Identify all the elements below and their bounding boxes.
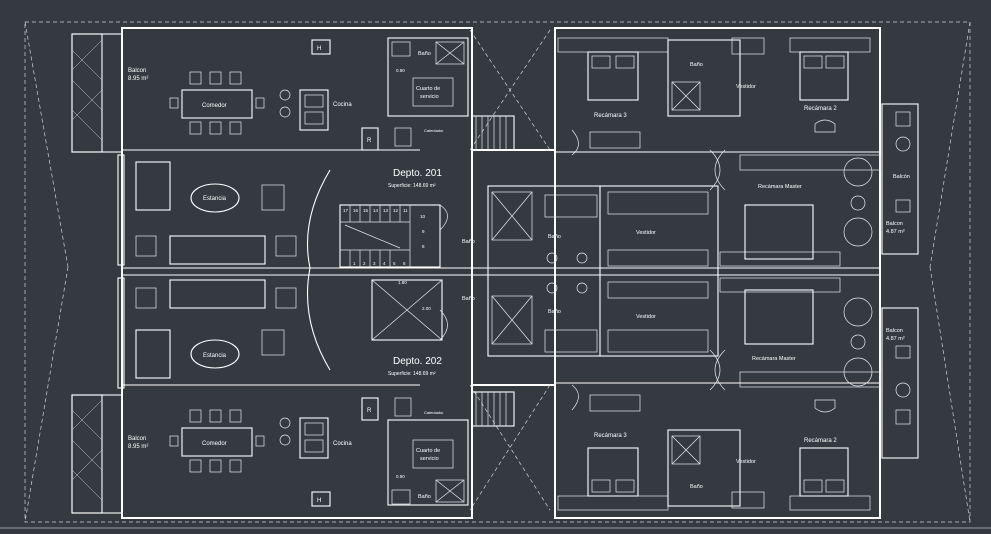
- cuarto-servicio-label: Cuarto de: [416, 448, 440, 454]
- stair-step: 9: [422, 229, 425, 234]
- balcon-right-label: Balcon: [886, 328, 903, 334]
- bedrooms-bottom: Recámara 3 Recámara 2 Baño Vestidor: [557, 371, 881, 511]
- balcon-right-area: 4.87 m²: [886, 336, 905, 342]
- stair-step: 8: [422, 244, 425, 249]
- bano-servicio-label: Baño: [418, 51, 431, 57]
- cuarto-servicio-label: servicio: [420, 94, 439, 100]
- recamara2-label: Recámara 2: [804, 106, 837, 112]
- staircase: 17 16 15 14 13 12 11 1 2 3 4 5 6 10 9 8 …: [339, 204, 443, 341]
- unit-title: Depto. 202: [393, 356, 442, 367]
- dimension-label: 1.80: [398, 280, 407, 285]
- site-boundary: [24, 21, 971, 523]
- hood-label: H: [317, 498, 321, 504]
- kitchen-bottom: Cocina H R: [279, 397, 379, 507]
- building-walls: [117, 27, 881, 519]
- stair-step: 15: [363, 208, 369, 213]
- living-room-bottom: Estancia: [135, 279, 297, 379]
- vestidor-top-label: Vestidor: [736, 84, 756, 90]
- balcony-right: Balcón Balcon 4.87 m² Balcon 4.87 m²: [881, 103, 919, 459]
- bedrooms-top: Recámara 3 Recámara 2 Baño Vestidor: [557, 37, 881, 171]
- recamara2-label: Recámara 2: [804, 438, 837, 444]
- stair-step: 16: [353, 208, 359, 213]
- balcon-left-area: 8.95 m²: [128, 444, 148, 450]
- unit-area: Superficie: 148.69 m²: [388, 371, 436, 377]
- service-room-top: Baño 0.90 Cuarto de servicio Calentador: [387, 37, 469, 147]
- balcon-right-label: Balcón: [893, 174, 910, 180]
- stair-step: 4: [383, 261, 386, 266]
- master-suite-top: Baño Vestidor Recámara Master Baño: [462, 157, 873, 267]
- dining-table-top: Comedor: [169, 71, 265, 135]
- comedor-label: Comedor: [202, 103, 227, 109]
- balcon-left-label: Balcon: [128, 68, 146, 74]
- stair-step: 6: [403, 261, 406, 266]
- comedor-label: Comedor: [202, 441, 227, 447]
- living-room-top: Estancia: [135, 161, 297, 265]
- stair-step: 14: [373, 208, 379, 213]
- stair-step: 5: [393, 261, 396, 266]
- bano-servicio-label: Baño: [418, 494, 431, 500]
- vestidor-top-label: Vestidor: [736, 459, 756, 465]
- stair-step: 11: [403, 208, 408, 213]
- cuarto-servicio-label: servicio: [420, 456, 439, 462]
- fridge-label: R: [367, 138, 372, 144]
- stair-step: 17: [343, 208, 349, 213]
- kitchen-top: Cocina H R: [279, 39, 379, 151]
- fridge-label: R: [367, 408, 372, 414]
- bano-stair-label: Baño: [462, 239, 475, 245]
- bano-top-label: Baño: [690, 62, 703, 68]
- vestidor-master-label: Vestidor: [636, 314, 656, 320]
- recamara-master-label: Recámara Master: [758, 184, 802, 190]
- bano-master-label: Baño: [548, 309, 561, 315]
- calentador-label: Calentador: [424, 128, 444, 133]
- exterior-stairs: [471, 115, 515, 427]
- cocina-label: Cocina: [333, 441, 352, 447]
- balcony-left-top: Balcon 8.95 m²: [71, 33, 148, 153]
- bano-master-label: Baño: [548, 234, 561, 240]
- dimension-label: 0.90: [396, 474, 405, 479]
- balcony-left-bottom: Balcon 8.95 m²: [71, 394, 148, 514]
- bano-top-label: Baño: [690, 484, 703, 490]
- stair-step: 12: [393, 208, 399, 213]
- bano-stair-label: Baño: [462, 296, 475, 302]
- vestidor-master-label: Vestidor: [636, 230, 656, 236]
- unit-title: Depto. 201: [393, 168, 442, 179]
- door-swings: [439, 129, 726, 411]
- stair-step: 1: [353, 261, 356, 266]
- estancia-label: Estancia: [203, 353, 227, 359]
- balcon-right-area: 4.87 m²: [886, 229, 905, 235]
- recamara-master-label: Recámara Master: [752, 356, 796, 362]
- dimension-label: 2.00: [422, 306, 431, 311]
- recamara3-label: Recámara 3: [594, 113, 627, 119]
- stair-step: 10: [420, 214, 426, 219]
- estancia-label: Estancia: [203, 196, 227, 202]
- master-suite-bottom: Baño Vestidor Recámara Master Baño: [462, 277, 873, 387]
- hood-label: H: [317, 46, 321, 52]
- calentador-label: Calentador: [424, 410, 444, 415]
- recamara3-label: Recámara 3: [594, 433, 627, 439]
- balcon-right-label: Balcon: [886, 221, 903, 227]
- cocina-label: Cocina: [333, 102, 352, 108]
- stair-step: 3: [373, 261, 376, 266]
- balcon-left-area: 8.95 m²: [128, 76, 148, 82]
- dimension-label: 0.90: [396, 68, 405, 73]
- balcon-left-label: Balcon: [128, 436, 146, 442]
- service-room-bottom: Baño 0.90 Cuarto de servicio Calentador: [387, 397, 469, 506]
- unit-area: Superficie: 148.69 m²: [388, 183, 436, 189]
- stair-step: 2: [363, 261, 366, 266]
- stair-step: 13: [383, 208, 389, 213]
- cuarto-servicio-label: Cuarto de: [416, 86, 440, 92]
- dining-table-bottom: Comedor: [169, 409, 265, 473]
